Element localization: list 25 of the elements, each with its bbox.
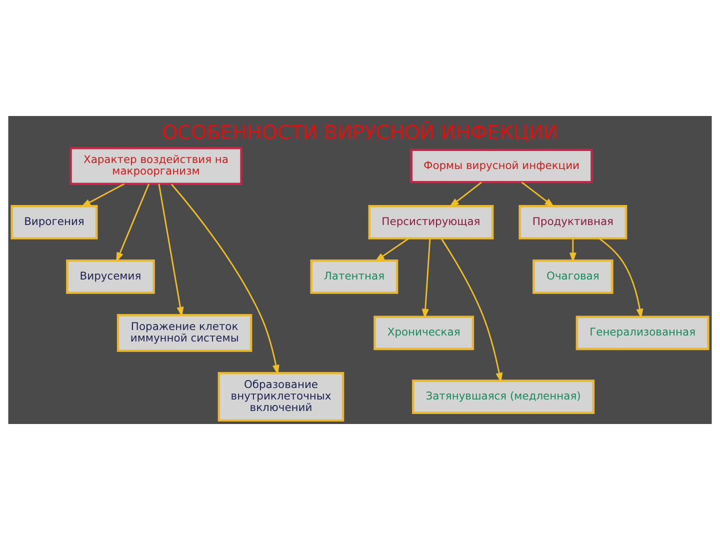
node-box: Генерализованная [576, 316, 710, 350]
arrow [598, 238, 644, 319]
node-box: Персистирующая [368, 205, 494, 240]
node-box: Очаговая [532, 260, 614, 294]
arrow [449, 182, 482, 208]
arrow [521, 182, 555, 208]
node-box: Поражение клеток иммунной системы [116, 314, 252, 352]
arrow [374, 238, 410, 262]
arrow [440, 238, 503, 383]
node-box: Продуктивная [518, 205, 628, 240]
arrow [158, 184, 184, 317]
node-box: Образование внутриклеточных включений [218, 372, 344, 422]
arrow [170, 184, 280, 375]
node-box: Вирусемия [66, 260, 155, 294]
node-box: Вирогения [10, 205, 98, 240]
node-box: Затянувшаяся (медленная) [412, 380, 595, 414]
node-box: Характер воздействия на макроорганизм [70, 147, 242, 185]
arrow [422, 238, 431, 319]
node-box: Формы вирусной инфекции [410, 148, 593, 184]
arrow [569, 238, 576, 263]
node-box: Латентная [310, 260, 398, 294]
node-box: Хроническая [374, 316, 474, 350]
diagram-title: ОСОБЕННОСТИ ВИРУСНОЙ ИНФЕКЦИИ [162, 120, 558, 144]
arrow [116, 184, 150, 262]
arrow [80, 183, 124, 208]
